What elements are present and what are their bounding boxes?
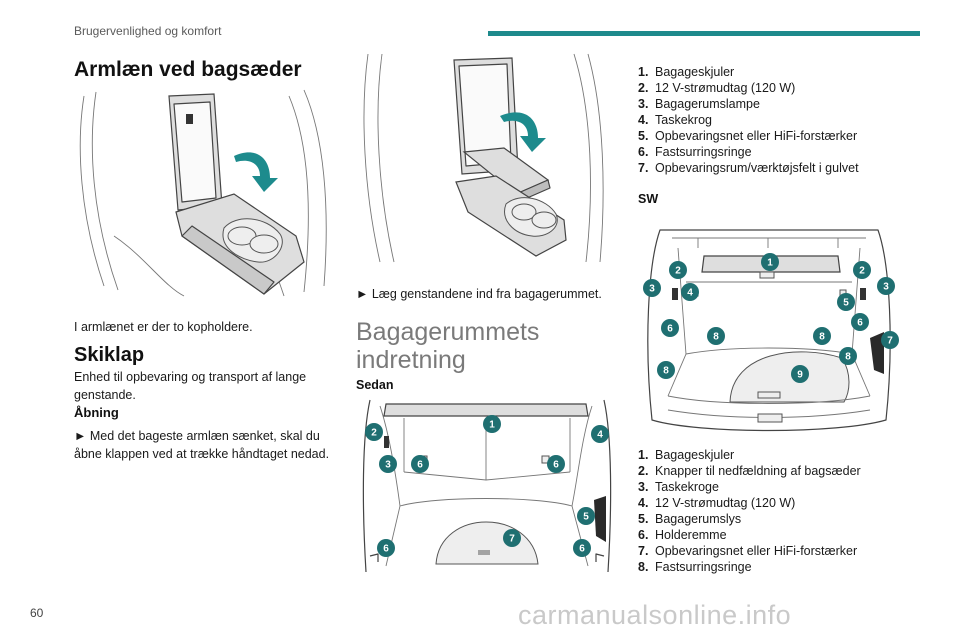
sw-badge-8d: 8 (839, 347, 857, 365)
armrest-illustration (74, 86, 336, 298)
sedan-trunk-illustration: 1 2 3 6 6 4 5 7 6 6 (356, 396, 618, 574)
svg-text:1: 1 (767, 258, 773, 269)
svg-text:6: 6 (579, 544, 585, 555)
sw-badge-7: 7 (881, 331, 899, 349)
sw-badge-3b: 3 (877, 277, 895, 295)
svg-text:5: 5 (843, 298, 849, 309)
sw-badge-6a: 6 (661, 319, 679, 337)
svg-text:4: 4 (597, 430, 603, 441)
sedan-legend-item: 1.Bagageskjuler (638, 65, 735, 79)
svg-text:6: 6 (553, 460, 559, 471)
sw-legend-item: 5.Bagagerumslys (638, 512, 742, 526)
svg-text:2: 2 (859, 266, 865, 277)
sedan-label: Sedan (356, 378, 394, 392)
svg-text:6: 6 (667, 324, 673, 335)
sedan-legend-item: 4.Taskekrog (638, 113, 712, 127)
ski-title: Skiklap (74, 344, 145, 366)
sw-badge-9: 9 (791, 365, 809, 383)
sw-badge-8b: 8 (813, 327, 831, 345)
sw-badge-3a: 3 (643, 279, 661, 297)
page-number: 60 (30, 606, 44, 620)
svg-text:3: 3 (649, 284, 655, 295)
running-header: Brugervenlighed og komfort (74, 24, 222, 38)
sedan-badge-6a: 6 (411, 455, 429, 473)
svg-text:2: 2 (675, 266, 681, 277)
sedan-badge-6d: 6 (573, 539, 591, 557)
boot-title-line1: Bagagerummets (356, 318, 540, 346)
svg-text:6: 6 (383, 544, 389, 555)
sedan-legend-item: 3.Bagagerumslampe (638, 97, 760, 111)
sw-legend-item: 1.Bagageskjuler (638, 448, 735, 462)
svg-text:4: 4 (687, 288, 693, 299)
watermark: carmanualsonline.info (518, 600, 792, 630)
sw-legend-item: 6.Holderemme (638, 528, 727, 542)
sw-legend-item: 4.12 V-strømudtag (120 W) (638, 496, 796, 510)
armrest-caption: I armlænet er der to kopholdere. (74, 320, 253, 334)
svg-text:7: 7 (887, 336, 893, 347)
sedan-badge-3: 3 (379, 455, 397, 473)
svg-text:6: 6 (417, 460, 423, 471)
svg-text:3: 3 (883, 282, 889, 293)
sw-trunk-illustration: 1 2 2 3 3 4 5 6 6 7 8 8 8 8 9 (638, 224, 900, 436)
sedan-legend-list: 1.Bagageskjuler 2.12 V-strømudtag (120 W… (638, 64, 928, 176)
sedan-badge-7: 7 (503, 529, 521, 547)
armrest-title: Armlæn ved bagsæder (74, 58, 302, 81)
sw-badge-5: 5 (837, 293, 855, 311)
sedan-legend-item: 5.Opbevaringsnet eller HiFi-forstærker (638, 129, 858, 143)
svg-text:3: 3 (385, 460, 391, 471)
svg-text:8: 8 (845, 352, 851, 363)
svg-text:8: 8 (663, 366, 669, 377)
svg-text:2: 2 (371, 428, 377, 439)
sedan-badge-6c: 6 (377, 539, 395, 557)
sedan-badge-1: 1 (483, 415, 501, 433)
sw-legend-item: 8.Fastsurringsringe (638, 560, 752, 574)
opening-text: ► Med det bageste armlæn sænket, skal du… (74, 429, 330, 461)
svg-text:8: 8 (713, 332, 719, 343)
svg-text:6: 6 (857, 318, 863, 329)
sw-legend-list: 1.Bagageskjuler 2.Knapper til nedfældnin… (638, 447, 928, 575)
svg-text:5: 5 (583, 512, 589, 523)
svg-text:9: 9 (797, 370, 803, 381)
sw-badge-6b: 6 (851, 313, 869, 331)
load-instruction: ► Læg genstandene ind fra bagagerummet. (356, 287, 602, 301)
sedan-badge-2: 2 (365, 423, 383, 441)
sedan-legend-item: 7.Opbevaringsrum/værktøjsfelt i gulvet (638, 161, 859, 175)
svg-text:8: 8 (819, 332, 825, 343)
svg-text:1: 1 (489, 420, 495, 431)
sedan-badge-6b: 6 (547, 455, 565, 473)
sw-legend-item: 2.Knapper til nedfældning af bagsæder (638, 464, 861, 478)
sw-legend-item: 7.Opbevaringsnet eller HiFi-forstærker (638, 544, 858, 558)
sw-badge-1: 1 (761, 253, 779, 271)
sw-badge-8c: 8 (657, 361, 675, 379)
sw-legend-item: 3.Taskekroge (638, 480, 719, 494)
sw-label: SW (638, 192, 659, 206)
sedan-legend-item: 6.Fastsurringsringe (638, 145, 752, 159)
ski-flap-illustration (356, 52, 618, 264)
boot-title-line2: indretning (356, 346, 466, 374)
sw-badge-2b: 2 (853, 261, 871, 279)
sw-badge-2a: 2 (669, 261, 687, 279)
sedan-badge-5: 5 (577, 507, 595, 525)
header-accent-bar (488, 31, 920, 36)
sedan-legend-item: 2.12 V-strømudtag (120 W) (638, 81, 796, 95)
sw-badge-4: 4 (681, 283, 699, 301)
ski-intro: Enhed til opbevaring og transport af lan… (74, 370, 307, 402)
svg-text:7: 7 (509, 534, 515, 545)
opening-title: Åbning (74, 405, 119, 420)
sw-badge-8a: 8 (707, 327, 725, 345)
sedan-badge-4: 4 (591, 425, 609, 443)
